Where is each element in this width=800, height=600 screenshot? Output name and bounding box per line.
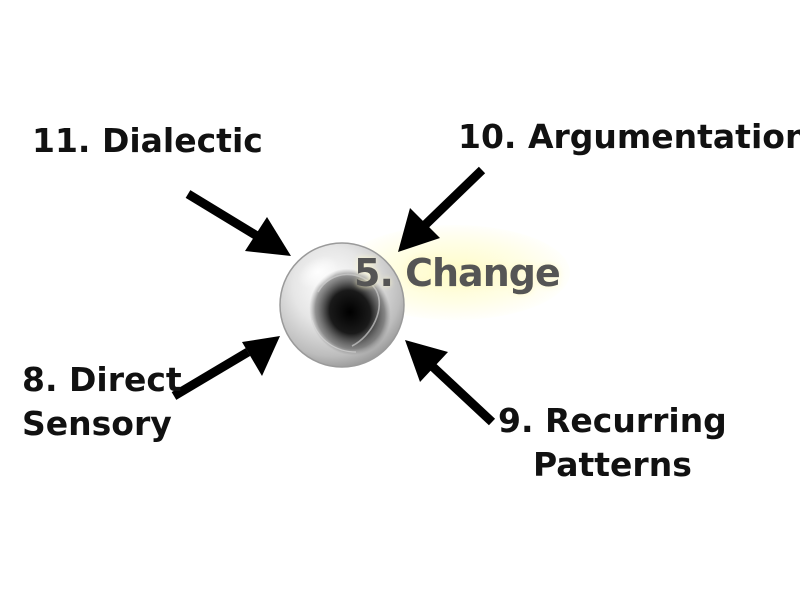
arrow-from-dialectic <box>185 190 291 256</box>
center-label: 5. Change <box>354 251 561 295</box>
input-label-direct-sensory: 8. Direct Sensory <box>22 358 182 446</box>
arrow-from-recurring-patterns <box>405 340 496 426</box>
input-label-line: Sensory <box>22 404 172 443</box>
input-label-line: 10. Argumentation <box>458 117 800 156</box>
arrow-from-argumentation <box>398 166 486 252</box>
arrow-from-direct-sensory <box>171 336 280 400</box>
input-label-line: 9. Recurring <box>498 401 727 440</box>
input-label-dialectic: 11. Dialectic <box>32 119 263 163</box>
center-sphere <box>279 242 405 368</box>
input-label-argumentation: 10. Argumentation <box>458 115 800 159</box>
input-label-line: 11. Dialectic <box>32 121 263 160</box>
input-label-line: Patterns <box>532 445 692 484</box>
input-label-recurring-patterns: 9. Recurring Patterns <box>498 399 727 487</box>
input-label-line: 8. Direct <box>22 360 182 399</box>
